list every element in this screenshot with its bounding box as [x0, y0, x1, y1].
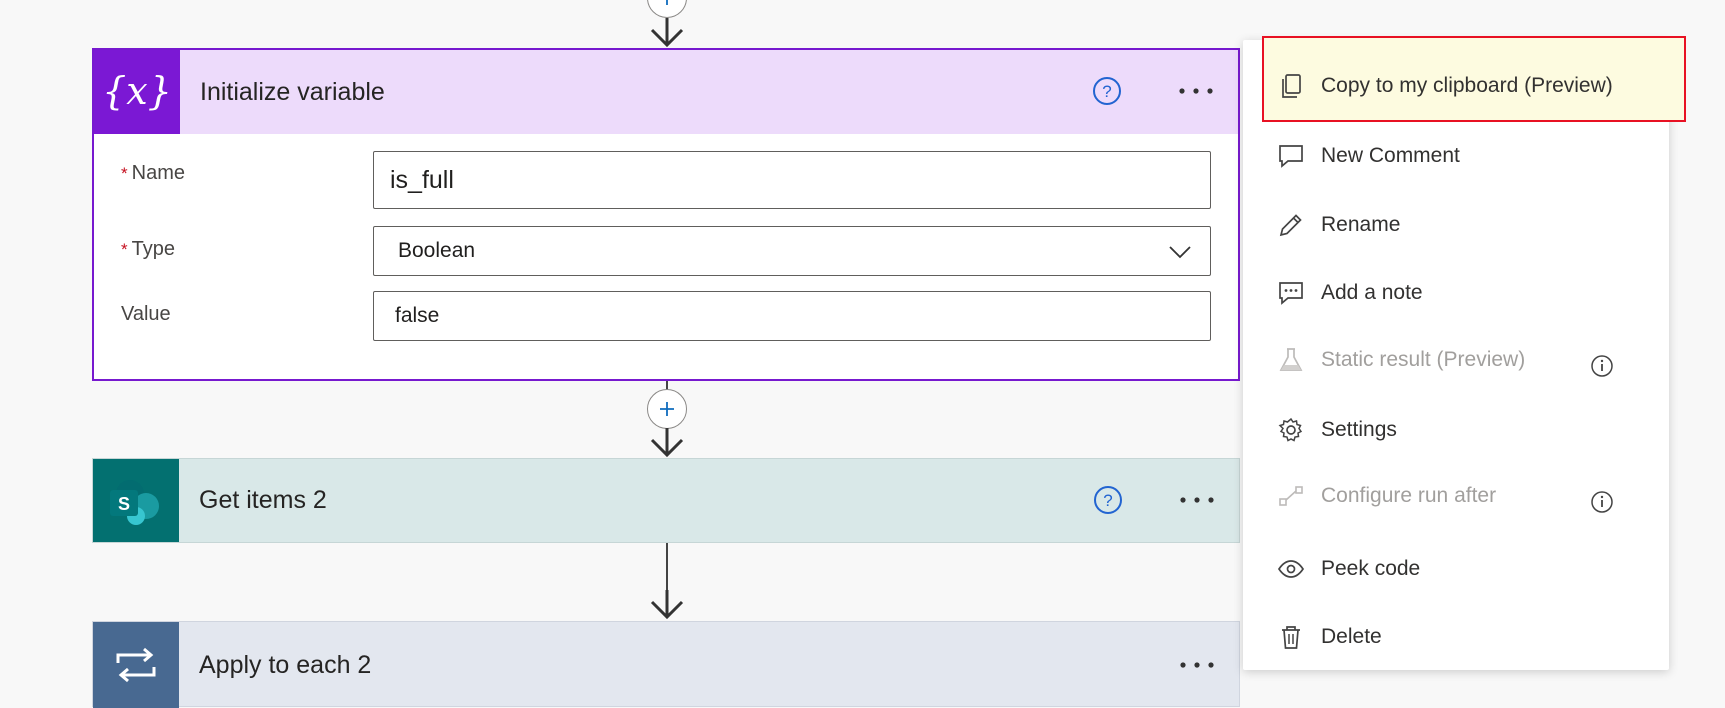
context-menu: [1243, 40, 1669, 670]
name-input[interactable]: is_full: [373, 151, 1211, 209]
menu-item-peek-code[interactable]: Peek code: [1243, 539, 1669, 599]
variable-icon: {x}: [94, 50, 180, 134]
menu-item-label: Delete: [1321, 625, 1382, 648]
info-icon[interactable]: [1590, 354, 1614, 383]
highlight-box: [1262, 36, 1686, 122]
menu-item-rename[interactable]: Rename: [1243, 195, 1669, 255]
card-body: *Name is_full *Type Boolean Value false: [94, 134, 1238, 378]
chevron-down-icon: [1169, 246, 1191, 259]
value-input[interactable]: false: [373, 291, 1211, 341]
menu-item-delete[interactable]: Delete: [1243, 607, 1669, 667]
svg-text:?: ?: [1103, 491, 1112, 510]
value-label: Value: [121, 303, 171, 325]
menu-item-label: Settings: [1321, 418, 1397, 441]
menu-item-settings[interactable]: Settings: [1243, 400, 1669, 460]
menu-item-label: Add a note: [1321, 281, 1423, 304]
menu-item-label: Static result (Preview): [1321, 348, 1526, 371]
arrow-down-icon: [650, 428, 684, 458]
insert-step-button[interactable]: [647, 389, 687, 429]
info-icon[interactable]: [1590, 490, 1614, 519]
menu-item-label: Rename: [1321, 213, 1401, 236]
card-header[interactable]: Apply to each 2: [93, 622, 1239, 708]
card-header[interactable]: S Get items 2 ?: [93, 459, 1239, 542]
loop-icon: [93, 622, 179, 708]
gear-icon: [1275, 414, 1307, 446]
copy-icon: [1275, 70, 1307, 102]
apply-to-each-card: Apply to each 2: [92, 621, 1240, 708]
pencil-icon: [1275, 209, 1307, 241]
menu-item-add-note[interactable]: Add a note: [1243, 263, 1669, 323]
trash-icon: [1275, 621, 1307, 653]
menu-item-static-result[interactable]: Static result (Preview): [1243, 330, 1669, 390]
required-marker: *: [121, 240, 128, 259]
get-items-card: S Get items 2 ?: [92, 458, 1240, 543]
type-value: Boolean: [398, 239, 476, 262]
insert-step-button-top[interactable]: [647, 0, 687, 18]
menu-item-label: New Comment: [1321, 144, 1460, 167]
menu-item-label: Configure run after: [1321, 484, 1497, 507]
menu-item-configure-run-after[interactable]: Configure run after: [1243, 466, 1669, 526]
value-value: false: [395, 304, 440, 327]
arrow-down-icon: [650, 590, 684, 620]
note-icon: [1275, 277, 1307, 309]
card-title: Initialize variable: [200, 77, 385, 106]
run-after-icon: [1275, 480, 1307, 512]
menu-item-copy-to-clipboard[interactable]: Copy to my clipboard (Preview): [1243, 56, 1669, 116]
menu-item-label: Peek code: [1321, 557, 1421, 580]
flask-icon: [1275, 344, 1307, 376]
type-label: *Type: [121, 238, 175, 260]
more-options-icon[interactable]: [1176, 76, 1216, 111]
card-title: Get items 2: [199, 486, 327, 514]
required-marker: *: [121, 164, 128, 183]
card-title: Apply to each 2: [199, 650, 372, 679]
help-icon[interactable]: ?: [1092, 76, 1122, 111]
type-dropdown[interactable]: Boolean: [373, 226, 1211, 276]
plus-icon: [660, 402, 674, 416]
menu-item-new-comment[interactable]: New Comment: [1243, 126, 1669, 186]
svg-text:{x}: {x}: [105, 69, 169, 113]
arrow-down-icon: [650, 18, 684, 48]
name-value: is_full: [390, 165, 454, 194]
card-header[interactable]: {x} Initialize variable ?: [94, 50, 1238, 134]
initialize-variable-card: {x} Initialize variable ? *Name is_full …: [92, 48, 1240, 381]
sharepoint-icon: S: [93, 459, 179, 542]
comment-icon: [1275, 140, 1307, 172]
more-options-icon[interactable]: [1177, 485, 1217, 520]
connector-line: [666, 543, 668, 603]
svg-text:?: ?: [1102, 82, 1111, 101]
menu-item-label: Copy to my clipboard (Preview): [1321, 74, 1613, 97]
more-options-icon[interactable]: [1177, 650, 1217, 685]
eye-icon: [1275, 553, 1307, 585]
help-icon[interactable]: ?: [1093, 485, 1123, 520]
name-label: *Name: [121, 162, 185, 184]
svg-text:S: S: [118, 494, 130, 514]
plus-icon: [666, 0, 668, 5]
